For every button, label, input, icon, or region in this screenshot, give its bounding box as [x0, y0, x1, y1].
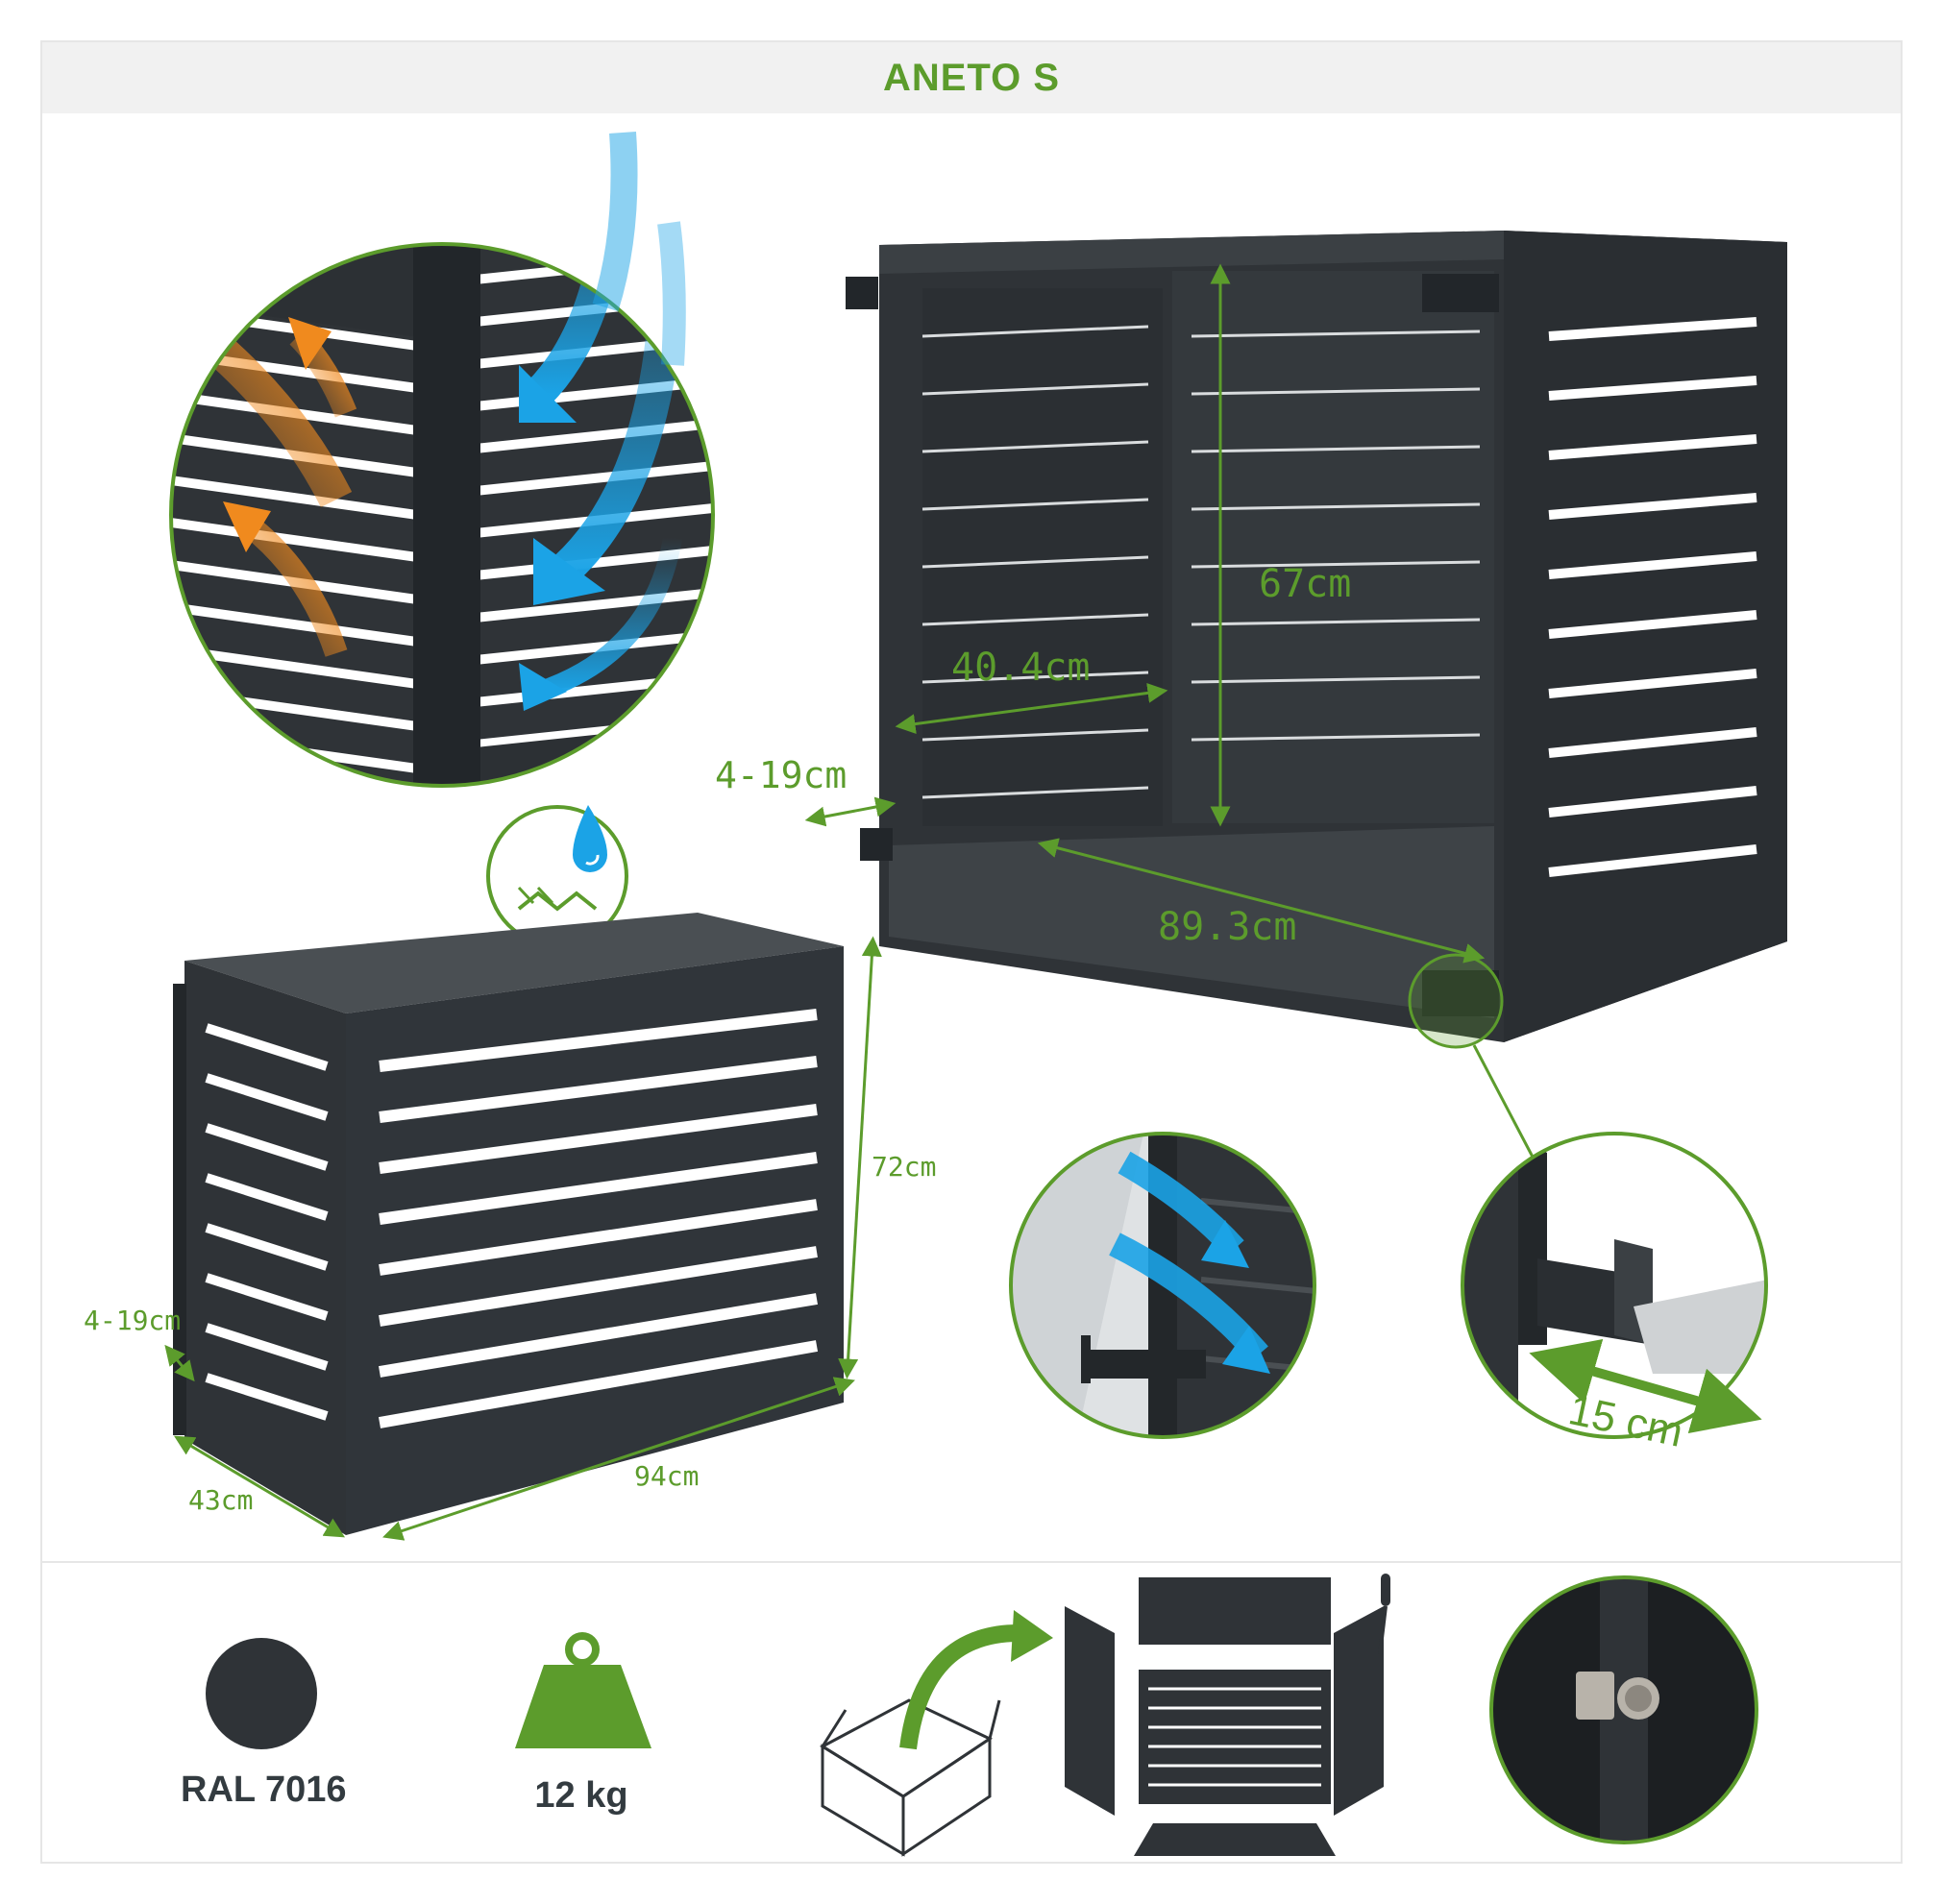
page-title: ANETO S: [882, 56, 1061, 99]
box-unpack-icon: [819, 1610, 1053, 1857]
section-divider: [42, 1561, 1901, 1563]
weight-icon: [515, 1632, 651, 1748]
outer-height-label: 72cm: [872, 1151, 937, 1183]
outer-depth-label: 43cm: [188, 1484, 254, 1516]
color-swatch-icon: [206, 1638, 317, 1749]
wall-gap-top-label: 4-19cm: [715, 754, 848, 796]
cabinet-assembled: [173, 913, 844, 1535]
wall-gap-bottom-label: 4-19cm: [84, 1305, 182, 1336]
color-code-label: RAL 7016: [181, 1770, 347, 1810]
fastener-detail: [1489, 1575, 1758, 1844]
outer-width-label: 94cm: [634, 1460, 700, 1492]
screwdriver-icon: [1378, 1574, 1390, 1655]
wall-bracket-detail: [1461, 1132, 1768, 1439]
title-bar: ANETO S: [42, 42, 1901, 113]
weight-label: 12 kg: [534, 1775, 628, 1816]
dimension-lines-inner: [804, 263, 1486, 964]
inner-width-label: 89.3cm: [1158, 905, 1297, 949]
cabinet-open: [846, 231, 1787, 1042]
inner-depth-label: 40.4cm: [951, 646, 1091, 690]
detail-connector: [1472, 1044, 1537, 1163]
assembly-panels: [1065, 1577, 1384, 1856]
bracket-highlight: [1408, 953, 1504, 1049]
dimension-lines-outer: [164, 936, 882, 1541]
airflow-detail: [169, 242, 715, 788]
image-frame: [40, 40, 1903, 1864]
rear-airflow-detail: [1009, 1132, 1316, 1439]
inner-height-label: 67cm: [1259, 562, 1352, 606]
